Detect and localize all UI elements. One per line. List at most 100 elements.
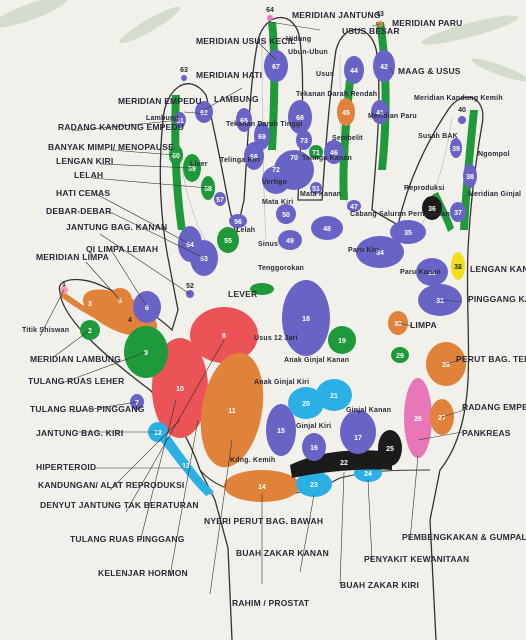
zone-number: 27 [438, 415, 446, 422]
zone-17 [340, 410, 376, 454]
label-tenggorokan: Tenggorokan [258, 265, 304, 272]
zone-number: 64 [266, 7, 274, 14]
zone-72 [262, 166, 290, 194]
zone-number: 51 [312, 186, 320, 193]
zone-number: 21 [330, 393, 338, 400]
zone-21 [316, 379, 352, 411]
zone-number: 2 [88, 328, 92, 335]
zone-number: 26 [414, 416, 422, 423]
zone-number: 44 [350, 68, 358, 75]
label-limpa: LIMPA [410, 320, 437, 330]
zone-18 [282, 280, 330, 356]
zone-number: 41 [376, 110, 384, 117]
zone-number: 22 [340, 460, 348, 467]
label-qi-limpa-lemah: QI LIMPA LEMAH [86, 244, 158, 254]
zone-number: 49 [286, 238, 294, 245]
label-meridian-lambung: MERIDIAN LAMBUNG [30, 354, 121, 364]
label-jantung-bag-kiri: JANTUNG BAG. KIRI [36, 428, 123, 438]
zone-40 [458, 116, 466, 124]
label-lelah-hand: Lelah [236, 227, 255, 234]
label-banyak-mimpi: BANYAK MIMPI/ MENOPAUSE [48, 142, 174, 152]
zone-46 [324, 140, 344, 164]
zone-number: 67 [272, 64, 280, 71]
zone-number: 7 [135, 400, 139, 407]
zone-number: 5 [118, 298, 122, 305]
zone-number: 23 [310, 482, 318, 489]
zone-8 [190, 307, 258, 363]
zone-68 [288, 100, 312, 134]
zone-number: 65 [240, 118, 248, 125]
zone-number: 48 [323, 226, 331, 233]
label-usus: Usus [316, 71, 334, 78]
zone-67 [264, 50, 288, 82]
label-kandungan: KANDUNGAN/ ALAT REPRODUKSI [38, 480, 184, 490]
label-usus-besar: USUS BESAR [342, 26, 400, 36]
zone-4 [82, 289, 158, 337]
zone-65 [236, 108, 252, 132]
label-lengan-kiri: LENGAN KIRI [56, 156, 113, 166]
label-mata-kanan: Mata Kanan [300, 191, 341, 198]
zone-number: 60 [172, 153, 180, 160]
zone-number: 53 [200, 256, 208, 263]
zone-number: 1 [62, 281, 66, 288]
zone-13 [160, 436, 214, 496]
label-tulang-ruas-pinggang: TULANG RUAS PINGGANG [30, 404, 145, 414]
label-tekanan-darah-rendah: Tekanan Darah Rendah [296, 91, 377, 98]
zone-number: 39 [452, 146, 460, 153]
zone-numbers: 1 2 3 4 5 6 7 8 9 10 11 12 13 14 15 16 1… [62, 7, 474, 491]
zone-number: 55 [224, 238, 232, 245]
label-radang-kandung-empedu: RADANG KANDUNG EMPEDU [58, 122, 184, 132]
zone-42 [373, 50, 395, 82]
label-radang-empedu: RADANG EMPEDU [462, 402, 526, 412]
zone-number: 63 [180, 67, 188, 74]
zone-number: 46 [330, 150, 338, 157]
zone-23 [296, 471, 332, 497]
label-buah-zakar-kanan: BUAH ZAKAR KANAN [236, 548, 329, 558]
label-meridian-usus-kecil: MERIDIAN USUS KECIL [196, 36, 296, 46]
label-pinggang-kanan: PINGGANG KANAN [468, 294, 526, 304]
zone-56 [229, 214, 247, 228]
label-telinga-kanan: Telinga Kanan [302, 155, 352, 162]
label-meridian-limpa: MERIDIAN LIMPA [36, 252, 109, 262]
label-penyakit-kewanitaan: PENYAKIT KEWANITAAN [364, 554, 469, 564]
label-mata-kiri: Mata Kiri [262, 199, 293, 206]
zone-number: 10 [176, 386, 184, 393]
zone-39 [450, 138, 462, 158]
label-meridian-kandung-kemih: Meridian Kandung Kemih [414, 95, 503, 102]
zone-number: 20 [302, 401, 310, 408]
zone-number: 13 [182, 463, 190, 470]
label-pankreas: PANKREAS [462, 428, 511, 438]
zone-number: 37 [454, 210, 462, 217]
zone-number: 36 [428, 206, 436, 213]
label-meridian-jantung: MERIDIAN JANTUNG [292, 10, 381, 20]
label-vertigo: Vertigo [262, 179, 287, 186]
label-meridian-ginjal: Meridian Ginjal [468, 191, 521, 198]
zone-number: 50 [282, 212, 290, 219]
label-susah-bak: Susah BAK [418, 133, 458, 140]
zone-number: 4 [128, 317, 132, 324]
zone-number: 30 [394, 321, 402, 328]
label-ginjal-kiri: Ginjal Kiri [296, 423, 331, 430]
label-kelenjar-hormon: KELENJAR HORMON [98, 568, 188, 578]
label-lelah-left: LELAH [74, 170, 103, 180]
zone-number: 34 [376, 250, 384, 257]
label-meridian-paru: MERIDIAN PARU [392, 18, 462, 28]
zone-62 [195, 101, 213, 123]
zone-16 [302, 433, 326, 461]
zone-number: 59 [188, 166, 196, 173]
zone-number: 61 [176, 118, 184, 125]
zone-number: 69 [258, 134, 266, 141]
zone-number: 72 [272, 167, 280, 174]
label-anak-ginjal-kanan: Anak Ginjal Kanan [284, 357, 349, 364]
label-reproduksi: Reproduksi [404, 185, 445, 192]
zone-number: 56 [234, 219, 242, 226]
label-tulang-ruas-pinggang-2: TULANG RUAS PINGGANG [70, 534, 185, 544]
label-debar-debar: DEBAR-DEBAR [46, 206, 111, 216]
label-lever: LEVER [228, 289, 257, 299]
zone-number: 73 [300, 138, 308, 145]
zone-number: 32 [454, 264, 462, 271]
label-hidung: Hidung [286, 36, 311, 43]
zone-number: 29 [396, 353, 404, 360]
zone-number: 14 [258, 484, 266, 491]
